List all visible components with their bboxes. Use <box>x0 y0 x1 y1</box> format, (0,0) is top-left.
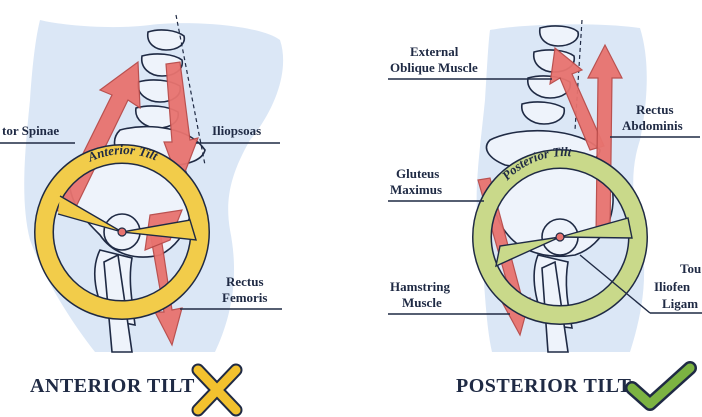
anterior-panel: Anterior Tilt tor Spinae Iliopsoas Rectu… <box>0 14 284 417</box>
check-icon <box>625 361 697 411</box>
posterior-caption: POSTERIOR TILT <box>456 375 632 397</box>
gluteus-maximus-label-1: Gluteus <box>396 166 439 181</box>
erector-spinae-label: tor Spinae <box>2 123 59 138</box>
hamstring-label-1: Hamstring <box>390 279 450 294</box>
rectus-femoris-label-2: Femoris <box>222 290 267 305</box>
anterior-labels: tor Spinae Iliopsoas Rectus Femoris <box>0 123 282 310</box>
rectus-femoris-label-1: Rectus <box>226 274 264 289</box>
rectus-abdominis-label-1: Rectus <box>636 102 674 117</box>
posterior-labels: External Oblique Muscle Rectus Abdominis… <box>388 44 702 315</box>
hamstring-label-2: Muscle <box>402 295 442 310</box>
external-oblique-label-1: External <box>410 44 459 59</box>
cross-icon <box>191 363 243 417</box>
iliofemoral-label-1: Tou <box>680 261 701 276</box>
rectus-abdominis-label-2: Abdominis <box>622 118 683 133</box>
posterior-panel: Posterior Tilt External Oblique Muscle R… <box>388 19 702 411</box>
iliofemoral-label-2: Iliofen <box>654 279 691 294</box>
iliofemoral-label-3: Ligam <box>662 296 698 311</box>
anterior-caption: ANTERIOR TILT <box>30 375 195 397</box>
anterior-tilt-ring: Anterior Tilt <box>34 142 210 320</box>
external-oblique-label-2: Oblique Muscle <box>390 60 478 75</box>
iliopsoas-label: Iliopsoas <box>212 123 261 138</box>
rectus-abdominis-arrow <box>587 43 623 236</box>
gluteus-maximus-label-2: Maximus <box>390 182 442 197</box>
